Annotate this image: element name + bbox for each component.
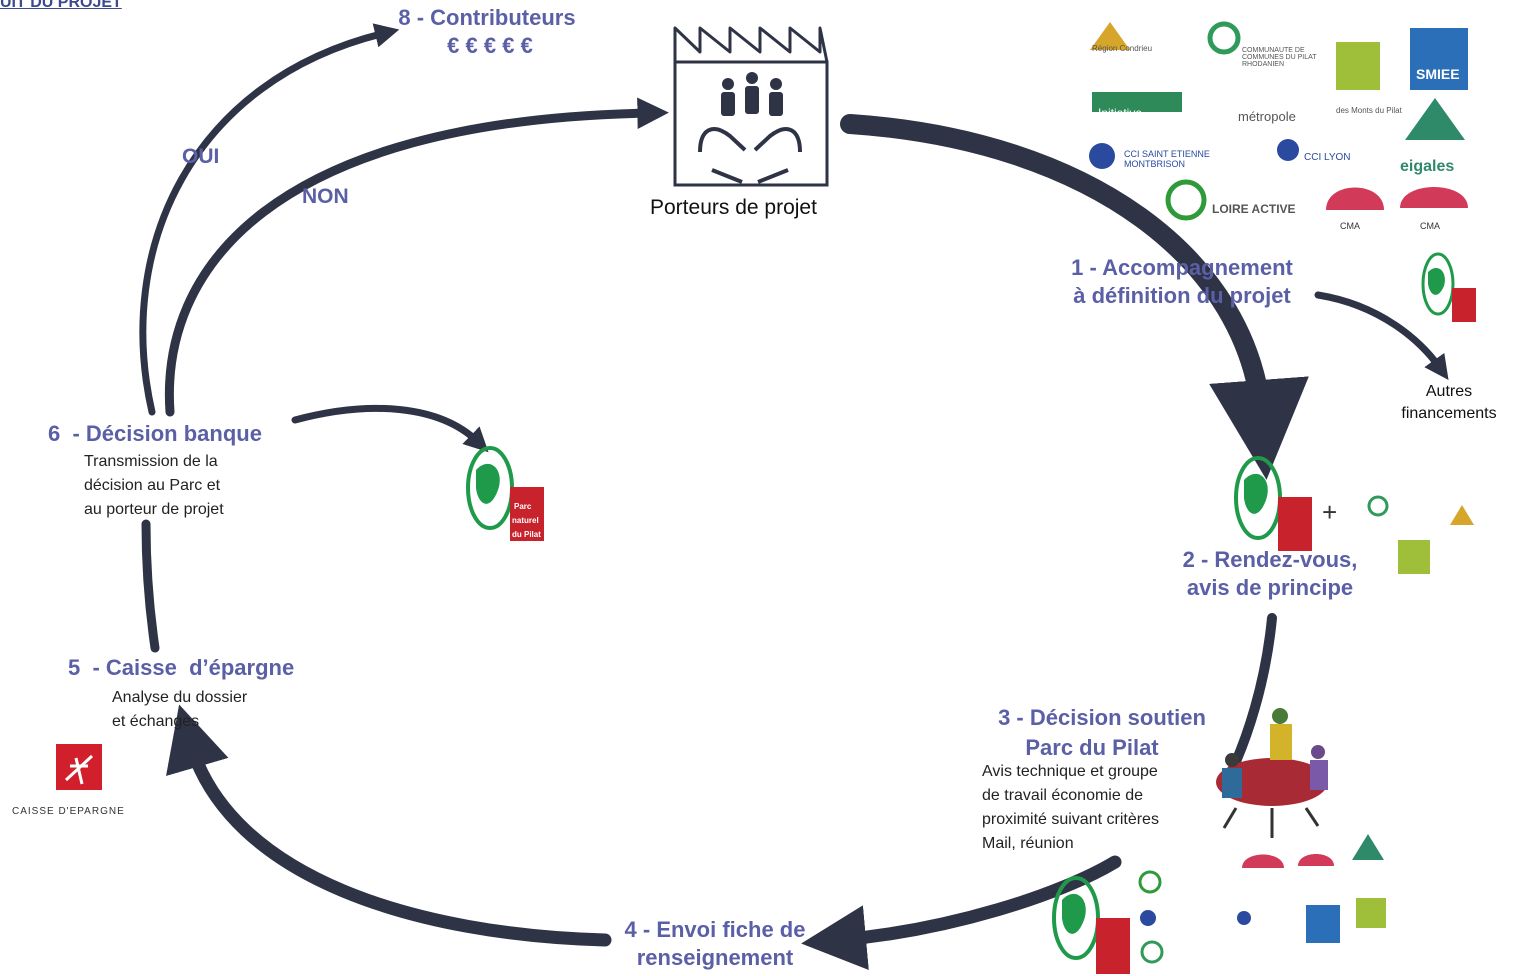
metropole-logo-text: métropole (1238, 109, 1296, 124)
step4-title-line2: renseignement (636, 945, 794, 970)
cci-lyon-logo-small (1237, 911, 1251, 925)
pilat-rhodanien-logo-text: COMMUNAUTE DE COMMUNES DU PILAT RHODANIE… (1242, 47, 1317, 68)
parc-pilat-logo-step1 (1421, 252, 1476, 322)
initiative-logo (1092, 92, 1182, 112)
step6-title: 6 - Décision banque (48, 421, 262, 446)
cma-logo-1 (1326, 187, 1384, 210)
parc-pilat-logo-step3 (1052, 876, 1130, 974)
cci-st-etienne-logo (1089, 143, 1115, 169)
arrow-step3-to-step4 (801, 855, 1122, 971)
cma-logo-2 (1400, 187, 1468, 208)
arrow-step4-to-step5 (166, 704, 612, 947)
condrieu-logo-text: Région Condrieu (1092, 44, 1153, 53)
smiee-logo-small (1306, 905, 1340, 943)
project-holders-label: Porteurs de projet (650, 196, 817, 219)
cma-logo-text-2: CMA (1420, 221, 1440, 231)
step6-desc-line3: au porteur de projet (84, 501, 224, 518)
step5-desc-line2: et échanges (112, 713, 200, 730)
caisse-epargne-logo-text: CAISSE D'EPARGNE (12, 806, 125, 817)
step1-title-line1: 1 - Accompagnement (1071, 255, 1293, 280)
parc-pilat-logo-step2 (1234, 456, 1312, 551)
condrieu-logo (1090, 22, 1130, 50)
step8-euros: € € € € € (447, 33, 533, 58)
arrow-step6-to-parc (291, 404, 489, 453)
pilat-rhodanien-logo-bottom (1140, 940, 1164, 964)
monts-pilat-logo-bottom (1356, 898, 1386, 928)
step3-desc-line4: Mail, réunion (982, 835, 1074, 852)
autres-financements-line2: financements (1401, 405, 1497, 422)
arrow-porteurs-to-step1 (840, 114, 1309, 480)
step2-title-line1: 2 - Rendez-vous, (1182, 547, 1358, 572)
condrieu-logo-small (1450, 505, 1474, 525)
step3-desc-line2: de travail économie de (982, 787, 1143, 804)
meeting-illustration (1216, 708, 1328, 838)
plus-sign: + (1322, 497, 1338, 527)
initiative-logo-text: Initiative (1098, 106, 1143, 120)
step5-title: 5 - Caisse d’épargne (68, 655, 295, 680)
step3-title-line2: Parc du Pilat (1025, 735, 1159, 760)
parc-pilat-logo-step6 (466, 446, 544, 541)
autres-financements-line1: Autres (1425, 383, 1473, 400)
step6-desc-line2: décision au Parc et (84, 477, 221, 494)
monts-pilat-logo (1336, 42, 1380, 90)
arrow-step1-to-autres-financements (1314, 291, 1449, 380)
cci-st-etienne-logo-text: CCI SAINT ETIENNE MONTBRISON (1124, 149, 1210, 169)
loire-active-logo-text: LOIRE ACTIVE (1212, 202, 1296, 216)
monts-pilat-logo-text: des Monts du Pilat (1336, 106, 1402, 115)
parc-logo-text-1: Parc (514, 502, 532, 511)
parc-logo-text-2: naturel (512, 516, 539, 525)
step3-title-line1: 3 - Décision soutien (998, 705, 1206, 730)
step1-title-line2: à définition du projet (1073, 283, 1291, 308)
step5-desc-line1: Analyse du dossier (112, 689, 248, 706)
eigales-logo-text: eigales (1400, 158, 1455, 175)
step8-title: 8 - Contributeurs (398, 5, 576, 30)
step6-desc-line1: Transmission de la (84, 453, 218, 470)
pilat-rhodanien-logo-small (1367, 495, 1389, 517)
step3-desc-line1: Avis technique et groupe (982, 763, 1158, 780)
branch-oui-label: OUI (182, 145, 220, 168)
cma-logo-small-2 (1298, 854, 1334, 866)
smiee-logo-text: SMIEE (1416, 66, 1460, 82)
cci-lyon-logo (1277, 139, 1299, 161)
eigales-logo-small (1352, 834, 1384, 860)
eigales-logo (1405, 98, 1465, 140)
branch-non-label: NON (302, 185, 349, 208)
arrow-step6-non-to-porteurs (164, 97, 669, 417)
project-holders-icon (673, 26, 829, 187)
arrow-step5-to-step6 (141, 519, 160, 653)
people-icon (721, 72, 783, 116)
loire-active-logo (1165, 179, 1207, 221)
step2-title-line2: avis de principe (1186, 575, 1354, 600)
caisse-epargne-logo (56, 744, 102, 790)
step4-title-line1: 4 - Envoi fiche de (624, 917, 806, 942)
smiee-logo (1410, 28, 1468, 90)
loire-active-logo-small (1138, 870, 1162, 894)
page-title: UIT DU PROJET (0, 0, 122, 11)
step3-desc-line3: proximité suivant critères (982, 811, 1159, 828)
arrow-step6-oui-to-contributeurs (139, 23, 400, 416)
parc-logo-text-3: du Pilat (512, 530, 541, 539)
monts-pilat-logo-small (1398, 540, 1430, 574)
cma-logo-text-1: CMA (1340, 221, 1360, 231)
cci-lyon-logo-text: CCI LYON (1304, 152, 1351, 163)
pilat-rhodanien-logo (1207, 21, 1241, 55)
cci-logo-small (1140, 910, 1156, 926)
cma-logo-small-1 (1242, 854, 1284, 868)
